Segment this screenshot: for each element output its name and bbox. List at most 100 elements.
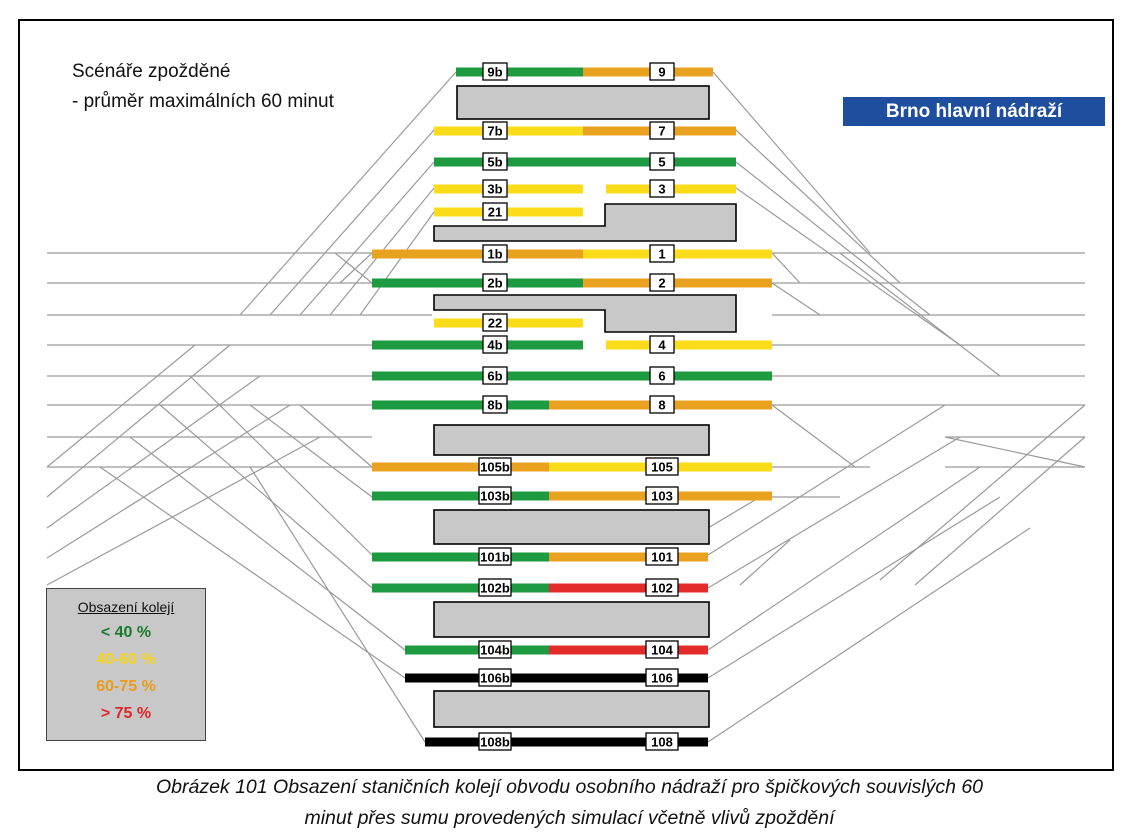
track-label-103b: 103b [478, 486, 512, 505]
track-label-1b: 1b [482, 244, 508, 263]
svg-text:2b: 2b [487, 276, 502, 291]
platform [433, 601, 710, 638]
track-label-3b: 3b [482, 179, 508, 198]
scenario-title: Scénáře zpožděné [72, 61, 231, 82]
legend: Obsazení kolejí < 40 % 40-60 % 60-75 % >… [46, 588, 206, 741]
svg-text:108b: 108b [480, 735, 510, 750]
svg-text:104: 104 [651, 643, 673, 658]
track-label-105: 105 [645, 457, 679, 476]
track-label-105b: 105b [478, 457, 512, 476]
legend-item-medium: 40-60 % [96, 651, 156, 668]
svg-text:106b: 106b [480, 671, 510, 686]
legend-item-high: 60-75 % [96, 678, 156, 695]
platforms [433, 85, 737, 728]
svg-text:1b: 1b [487, 247, 502, 262]
track-label-2: 2 [649, 273, 675, 292]
svg-text:101: 101 [651, 550, 673, 565]
track-network [46, 71, 1086, 743]
track-label-106: 106 [645, 668, 679, 687]
network-track-line [46, 344, 231, 498]
track-label-9: 9 [649, 62, 675, 81]
network-track-line [707, 496, 761, 529]
network-track-line [99, 466, 406, 679]
station-name-banner: Brno hlavní nádraží [843, 97, 1105, 126]
network-track-line [46, 344, 196, 468]
svg-text:3b: 3b [487, 182, 502, 197]
svg-text:9: 9 [658, 65, 665, 80]
network-track-line [299, 404, 373, 468]
network-track-line [189, 375, 373, 556]
track-label-4b: 4b [482, 335, 508, 354]
track-label-9b: 9b [482, 62, 508, 81]
legend-item-critical: > 75 % [100, 705, 152, 722]
track-label-106b: 106b [478, 668, 512, 687]
track-label-3: 3 [649, 179, 675, 198]
svg-text:108: 108 [651, 735, 673, 750]
svg-text:6: 6 [658, 369, 665, 384]
platform-22 [433, 294, 737, 333]
legend-title: Obsazení kolejí [77, 599, 175, 615]
svg-text:106: 106 [651, 671, 673, 686]
track-label-2b: 2b [482, 273, 508, 292]
network-track-line [269, 129, 435, 316]
svg-text:9b: 9b [487, 65, 502, 80]
track-label-8: 8 [649, 395, 675, 414]
track-label-22: 22 [482, 313, 508, 332]
svg-text:8: 8 [658, 398, 665, 413]
network-track-line [707, 527, 1031, 743]
svg-text:4: 4 [658, 338, 666, 353]
track-label-6: 6 [649, 366, 675, 385]
network-track-line [339, 252, 373, 284]
network-track-line [707, 496, 1001, 679]
network-track-line [707, 466, 981, 651]
network-track-line [46, 375, 261, 529]
platform [433, 509, 710, 545]
network-track-line [129, 436, 406, 651]
svg-text:21: 21 [488, 205, 502, 220]
svg-text:102: 102 [651, 581, 673, 596]
network-track-line [735, 187, 961, 346]
figure-caption-line2: minut přes sumu provedených simulací vče… [304, 807, 835, 829]
svg-text:101b: 101b [480, 550, 510, 565]
svg-text:104b: 104b [480, 643, 510, 658]
track-label-101b: 101b [478, 547, 512, 566]
track-label-4: 4 [649, 335, 675, 354]
svg-text:105: 105 [651, 460, 673, 475]
network-track-line [334, 252, 373, 284]
svg-text:103b: 103b [480, 489, 510, 504]
network-track-line [735, 129, 901, 284]
track-label-102: 102 [645, 578, 679, 597]
station-tracks [372, 67, 772, 747]
track-label-108: 108 [645, 732, 679, 751]
network-track-line [914, 436, 1086, 586]
network-track-line [739, 539, 791, 586]
legend-item-low: < 40 % [100, 624, 152, 641]
svg-text:3: 3 [658, 182, 665, 197]
network-track-line [839, 252, 1001, 377]
network-track-line [771, 404, 856, 468]
network-track-line [46, 404, 291, 559]
figure-caption-line1: Obrázek 101 Obsazení staničních kolejí o… [155, 776, 984, 798]
track-label-5: 5 [649, 152, 675, 171]
network-track-line [771, 252, 801, 284]
network-track-line [46, 436, 321, 586]
track-label-1: 1 [649, 244, 675, 263]
network-track-line [712, 71, 871, 254]
svg-text:102b: 102b [480, 581, 510, 596]
track-label-104: 104 [645, 640, 679, 659]
svg-text:7b: 7b [487, 124, 502, 139]
network-track-line [299, 161, 435, 316]
track-label-108b: 108b [478, 732, 512, 751]
svg-text:6b: 6b [487, 369, 502, 384]
svg-text:1: 1 [658, 247, 665, 262]
svg-text:2: 2 [658, 276, 665, 291]
track-label-7b: 7b [482, 121, 508, 140]
network-track-line [707, 404, 946, 556]
scenario-subtitle: - průměr maximálních 60 minut [72, 91, 334, 112]
network-track-line [771, 282, 821, 316]
network-track-line [249, 466, 426, 743]
platform [433, 424, 710, 456]
svg-text:103: 103 [651, 489, 673, 504]
